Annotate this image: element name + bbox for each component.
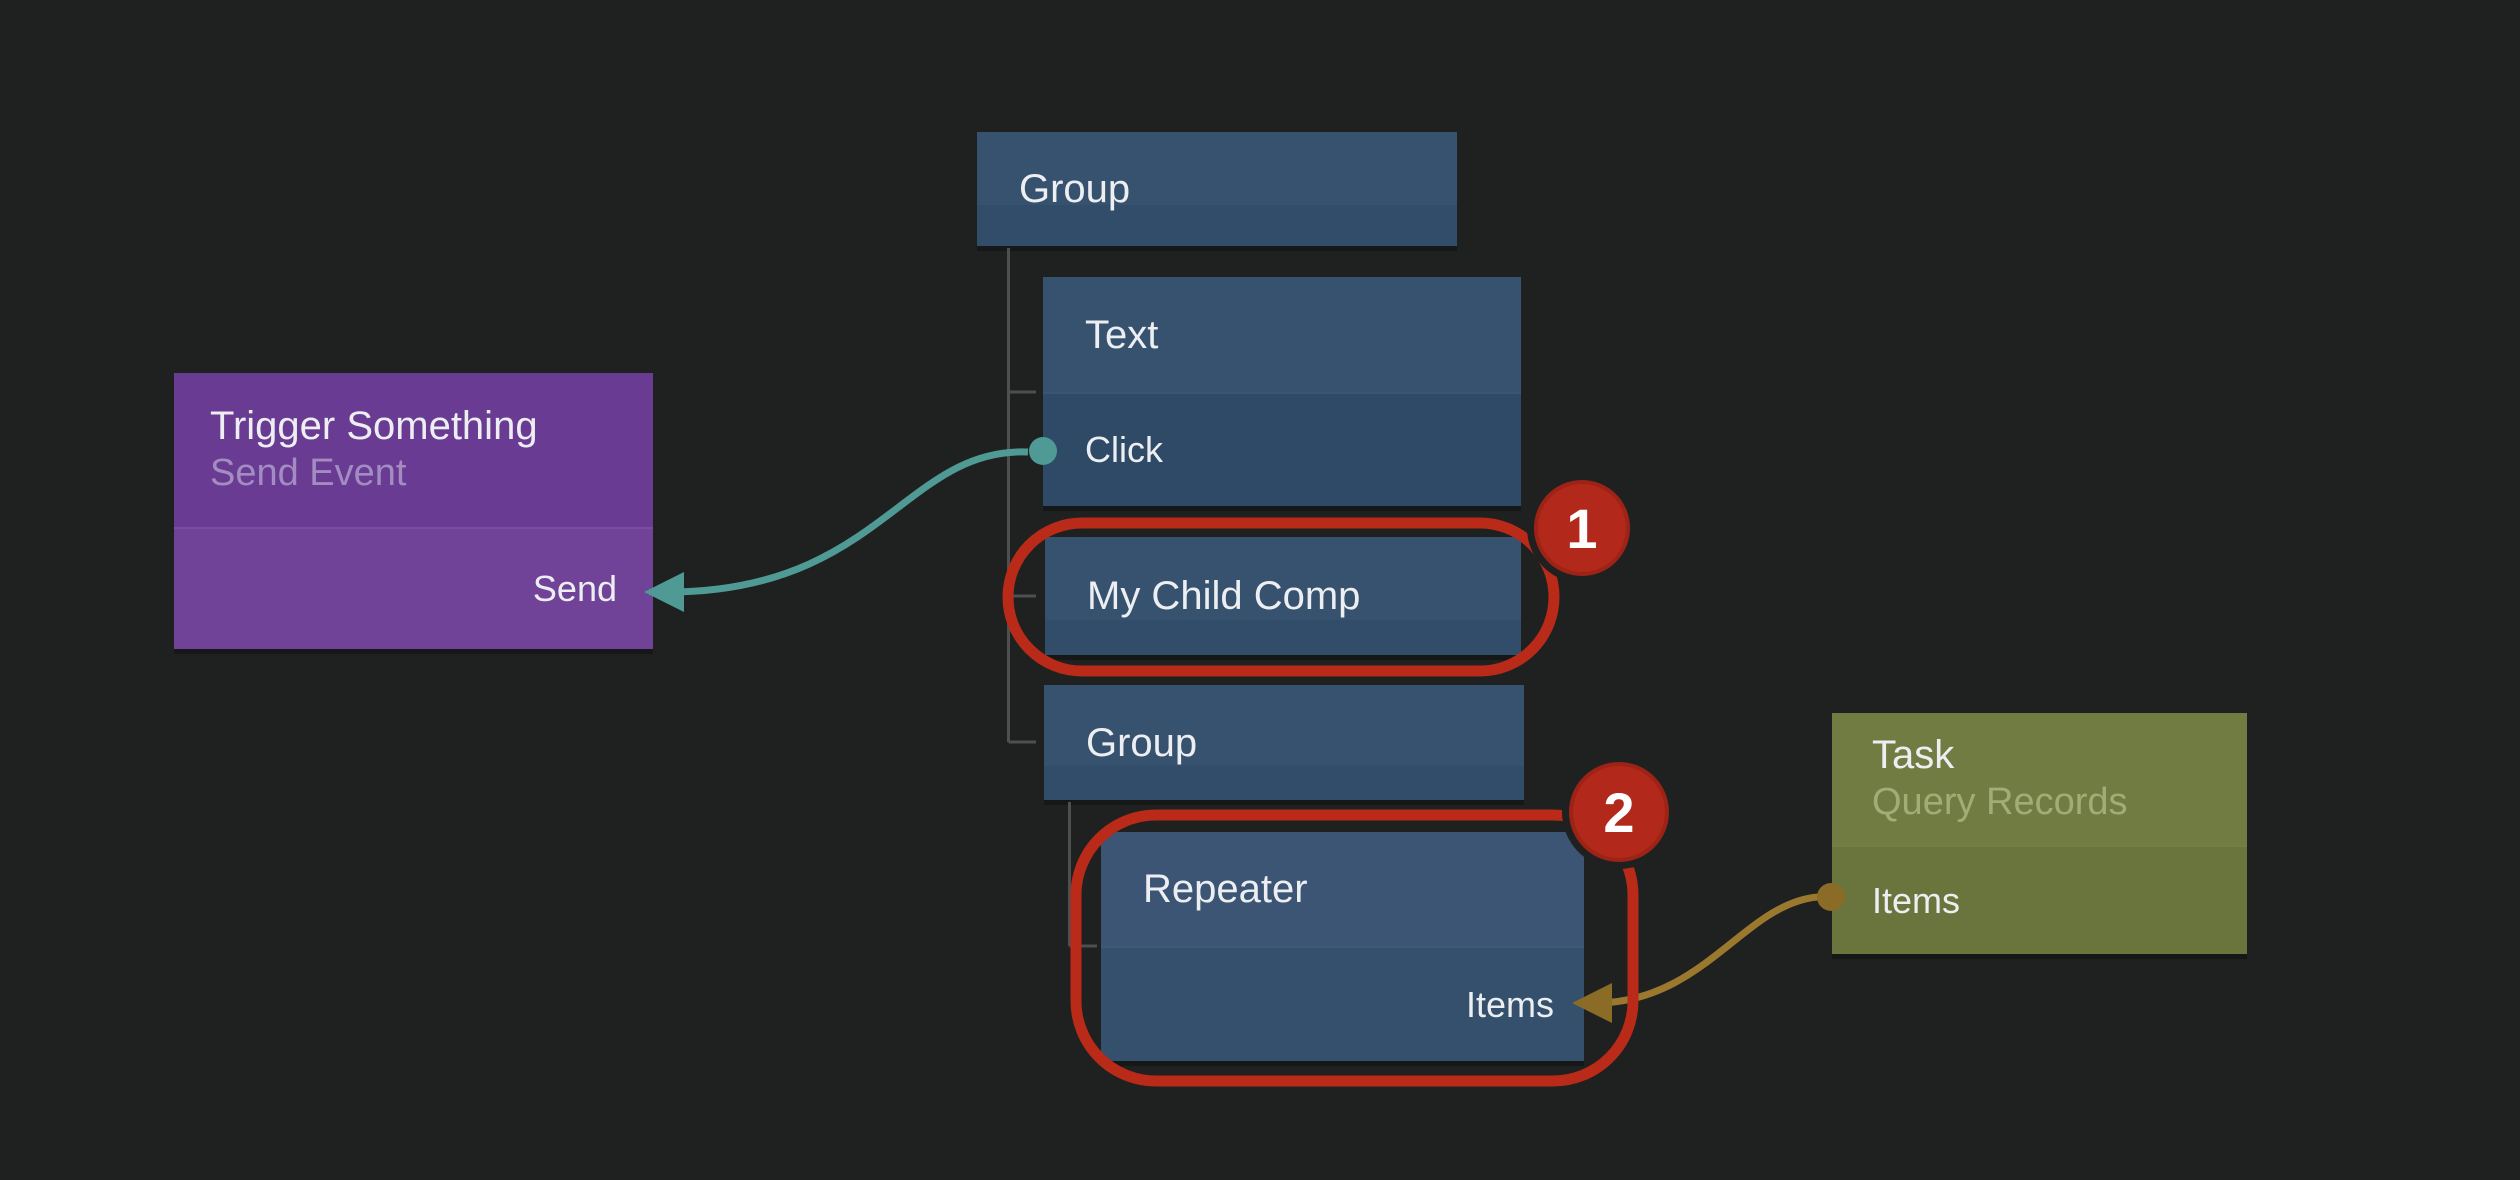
node-title: Group (1019, 167, 1131, 211)
port-click-input[interactable]: Click (1043, 392, 1521, 506)
node-text[interactable]: Text Click (1043, 277, 1521, 506)
port-items-output[interactable]: Items (1832, 845, 2247, 954)
badge-number: 2 (1603, 780, 1635, 844)
port-label: Click (1085, 429, 1163, 470)
node-subtitle: Query Records (1872, 781, 2128, 824)
node-group-inner[interactable]: Group (1044, 685, 1524, 800)
node-group-top[interactable]: Group (977, 132, 1457, 246)
port-label: Items (1465, 983, 1554, 1025)
annotation-badge-2: 2 (1562, 755, 1676, 869)
wire-click-to-send[interactable] (644, 437, 1057, 612)
node-title: My Child Comp (1087, 574, 1361, 618)
port-send-output[interactable]: Send (174, 527, 653, 649)
node-trigger-something[interactable]: Trigger Something Send Event Send (174, 373, 653, 649)
node-task-query-records[interactable]: Task Query Records Items (1832, 713, 2247, 954)
annotation-badge-1: 1 (1527, 473, 1637, 583)
port-label: Send (532, 568, 617, 609)
node-subtitle: Send Event (210, 452, 407, 495)
node-repeater[interactable]: Repeater Items (1101, 832, 1584, 1061)
node-title: Group (1086, 720, 1198, 765)
node-title: Task (1872, 733, 1955, 778)
badge-number: 1 (1566, 496, 1598, 560)
node-title: Text (1085, 312, 1159, 357)
node-title: Repeater (1143, 867, 1308, 911)
port-label: Items (1872, 879, 1961, 921)
wire-items-to-items[interactable] (1572, 883, 1845, 1023)
port-items-input[interactable]: Items (1101, 946, 1584, 1061)
node-my-child-comp[interactable]: My Child Comp (1045, 537, 1521, 655)
node-title: Trigger Something (210, 404, 538, 449)
